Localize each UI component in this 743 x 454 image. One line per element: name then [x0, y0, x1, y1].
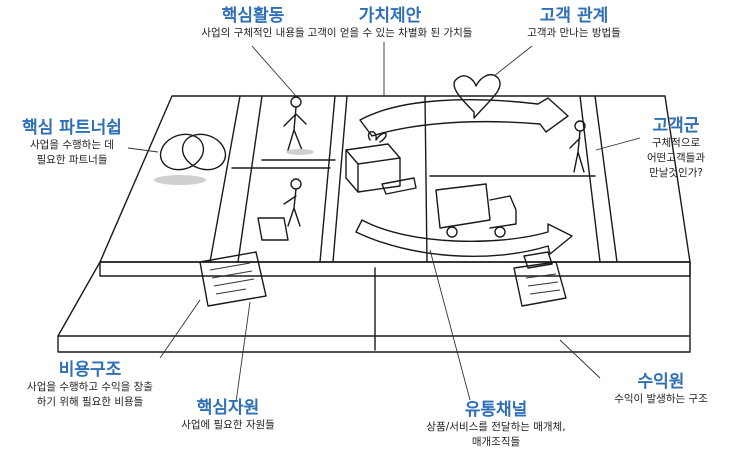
- customer-segments-desc-line-2: 어떤고객들과: [647, 152, 705, 164]
- key-resources-desc: 사업에 필요한 자원들: [181, 419, 275, 431]
- heart-icon: [453, 74, 501, 119]
- channels-title: 유통채널: [464, 400, 528, 420]
- worker-figure-icon: [290, 96, 302, 108]
- cost-structure-title: 비용구조: [58, 360, 122, 380]
- value-proposition-desc: 고객이 얻을 수 있는 차별화 된 가치들: [307, 27, 473, 39]
- cost-structure-desc-line-1: 사업을 수행하고 수익을 창출: [27, 381, 153, 393]
- key-resources-label: 핵심자원 사업에 필요한 자원들: [168, 398, 288, 433]
- rings-icon: [159, 133, 205, 171]
- key-activities-title: 핵심활동: [221, 6, 285, 26]
- key-partners-title: 핵심 파트너쉽: [22, 118, 122, 138]
- customer-segments-desc-line-3: 만날것인가?: [649, 167, 703, 179]
- customer-relationships-title: 고객 관계: [539, 6, 609, 26]
- cost-structure-desc-line-2: 하기 위해 필요한 비용들: [36, 396, 144, 408]
- customer-segments-desc-line-1: 구체적으로: [651, 137, 701, 149]
- customer-segments-label: 고객군 구체적으로 어떤고객들과 만날것인가?: [634, 116, 718, 181]
- channels-label: 유통채널 상품/서비스를 전달하는 매개체, 매개조직들: [404, 400, 588, 450]
- truck-icon: [435, 183, 491, 229]
- channels-desc-line-1: 상품/서비스를 전달하는 매개체,: [426, 421, 566, 433]
- cash-register-icon: [513, 261, 567, 307]
- revenue-streams-desc: 수익이 발생하는 구조: [614, 393, 708, 405]
- key-activities-desc: 사업의 구체적인 내용들: [201, 27, 305, 39]
- resource-figure-icon: [290, 178, 302, 190]
- channels-desc-line-2: 매개조직들: [471, 436, 521, 448]
- key-partners-desc-line-2: 필요한 파트너들: [36, 154, 108, 166]
- customer-segments-title: 고객군: [652, 116, 700, 136]
- bottom-board: [57, 261, 691, 337]
- key-partners-desc-line-1: 사업을 수행하는 데: [30, 139, 114, 151]
- value-proposition-label: 가치제안 고객이 얻을 수 있는 차별화 된 가치들: [298, 6, 482, 41]
- key-partners-label: 핵심 파트너쉽 사업을 수행하는 데 필요한 파트너들: [8, 118, 136, 168]
- cart-icon: [257, 217, 289, 241]
- gift-box-icon: [345, 143, 401, 193]
- customer-relationships-label: 고객 관계 고객과 만나는 방법들: [514, 6, 634, 41]
- arrow-bottom-icon: [355, 219, 573, 258]
- customer-relationships-desc: 고객과 만나는 방법들: [527, 27, 621, 39]
- revenue-streams-title: 수익원: [637, 372, 685, 392]
- document-icon: [199, 251, 267, 307]
- arrow-top-icon: [359, 97, 569, 137]
- cost-structure-label: 비용구조 사업을 수행하고 수익을 창출 하기 위해 필요한 비용들: [6, 360, 174, 410]
- revenue-streams-label: 수익원 수익이 발생하는 구조: [598, 372, 724, 407]
- key-activities-label: 핵심활동 사업의 구체적인 내용들: [194, 6, 312, 41]
- key-resources-title: 핵심자원: [196, 398, 260, 418]
- board-edge: [99, 261, 691, 277]
- value-proposition-title: 가치제안: [358, 6, 422, 26]
